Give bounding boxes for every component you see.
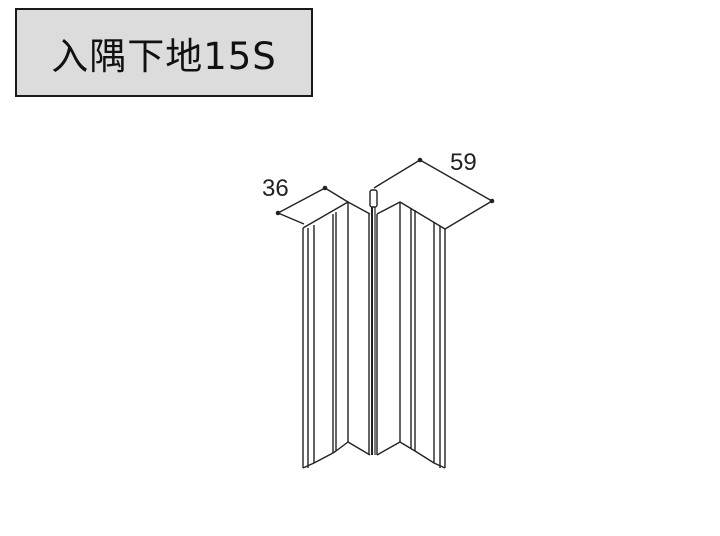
product-title: 入隅下地15S [51, 34, 277, 78]
dimension-59-label: 59 [450, 149, 477, 176]
dimension-36-lines [275, 185, 349, 225]
center-joint [369, 189, 378, 455]
left-flange [302, 201, 371, 469]
dimension-36-label: 36 [262, 175, 289, 202]
product-title-box: 入隅下地15S [15, 8, 313, 97]
dimension-59-lines [373, 157, 495, 230]
right-flange [376, 201, 446, 469]
